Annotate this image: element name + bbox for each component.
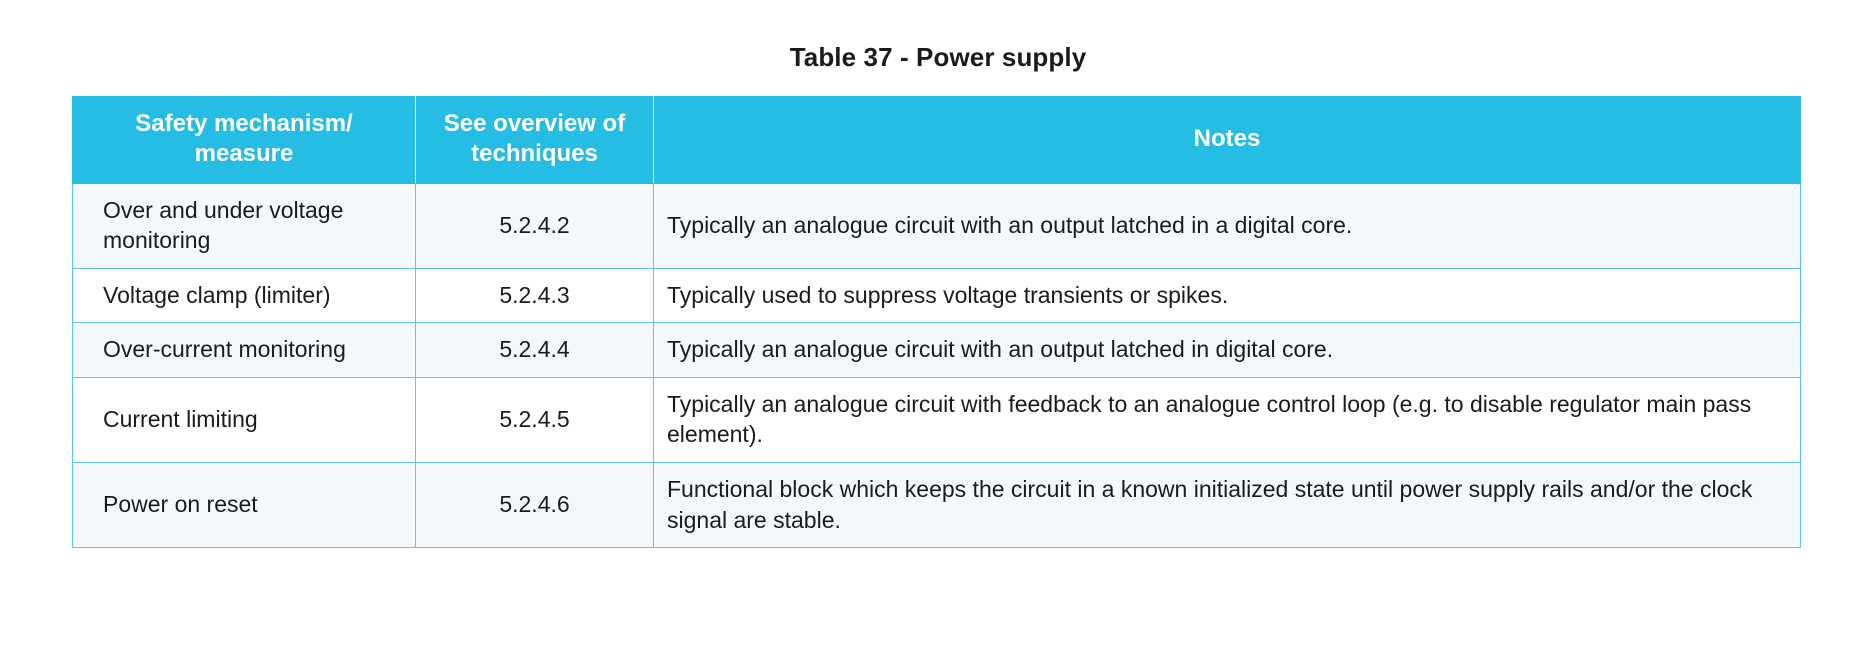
cell-reference: 5.2.4.6 [415,461,654,549]
column-header-mechanism-line2: measure [194,139,294,167]
cell-mechanism: Voltage clamp (limiter) [72,267,416,324]
cell-reference: 5.2.4.2 [415,182,654,269]
column-header-mechanism-line1: Safety mechanism/ [135,110,353,137]
cell-reference: 5.2.4.3 [415,267,654,324]
cell-reference: 5.2.4.5 [415,376,654,463]
column-header-reference: See overview of techniques [415,96,654,184]
table-row: Voltage clamp (limiter) 5.2.4.3 Typicall… [72,267,1801,324]
cell-notes: Typically an analogue circuit with an ou… [653,182,1801,269]
table-row: Current limiting 5.2.4.5 Typically an an… [72,376,1801,463]
table-header: Safety mechanism/ measure See overview o… [72,96,1801,184]
page-title: Table 37 - Power supply [789,42,1087,72]
table-row: Over-current monitoring 5.2.4.4 Typicall… [72,322,1801,378]
column-header-reference-line1: See overview of [443,110,626,137]
table-body: Over and under voltage monitoring 5.2.4.… [72,182,1801,549]
header-row: Safety mechanism/ measure See overview o… [72,96,1801,184]
cell-notes: Typically an analogue circuit with an ou… [653,322,1801,378]
column-header-mechanism: Safety mechanism/ measure [72,96,416,184]
column-header-reference-line2: techniques [471,139,598,167]
cell-mechanism: Power on reset [72,461,416,549]
column-header-notes: Notes [653,96,1801,184]
table-container: Safety mechanism/ measure See overview o… [72,96,1801,549]
cell-reference: 5.2.4.4 [415,322,654,378]
cell-mechanism: Over-current monitoring [72,322,416,378]
cell-notes: Typically an analogue circuit with feedb… [653,376,1801,463]
cell-mechanism: Over and under voltage monitoring [72,182,416,269]
cell-notes: Typically used to suppress voltage trans… [653,267,1801,324]
cell-notes: Functional block which keeps the circuit… [653,461,1801,549]
table-row: Power on reset 5.2.4.6 Functional block … [72,461,1801,549]
cell-mechanism: Current limiting [72,376,416,463]
power-supply-table: Safety mechanism/ measure See overview o… [72,96,1801,549]
table-row: Over and under voltage monitoring 5.2.4.… [72,182,1801,269]
